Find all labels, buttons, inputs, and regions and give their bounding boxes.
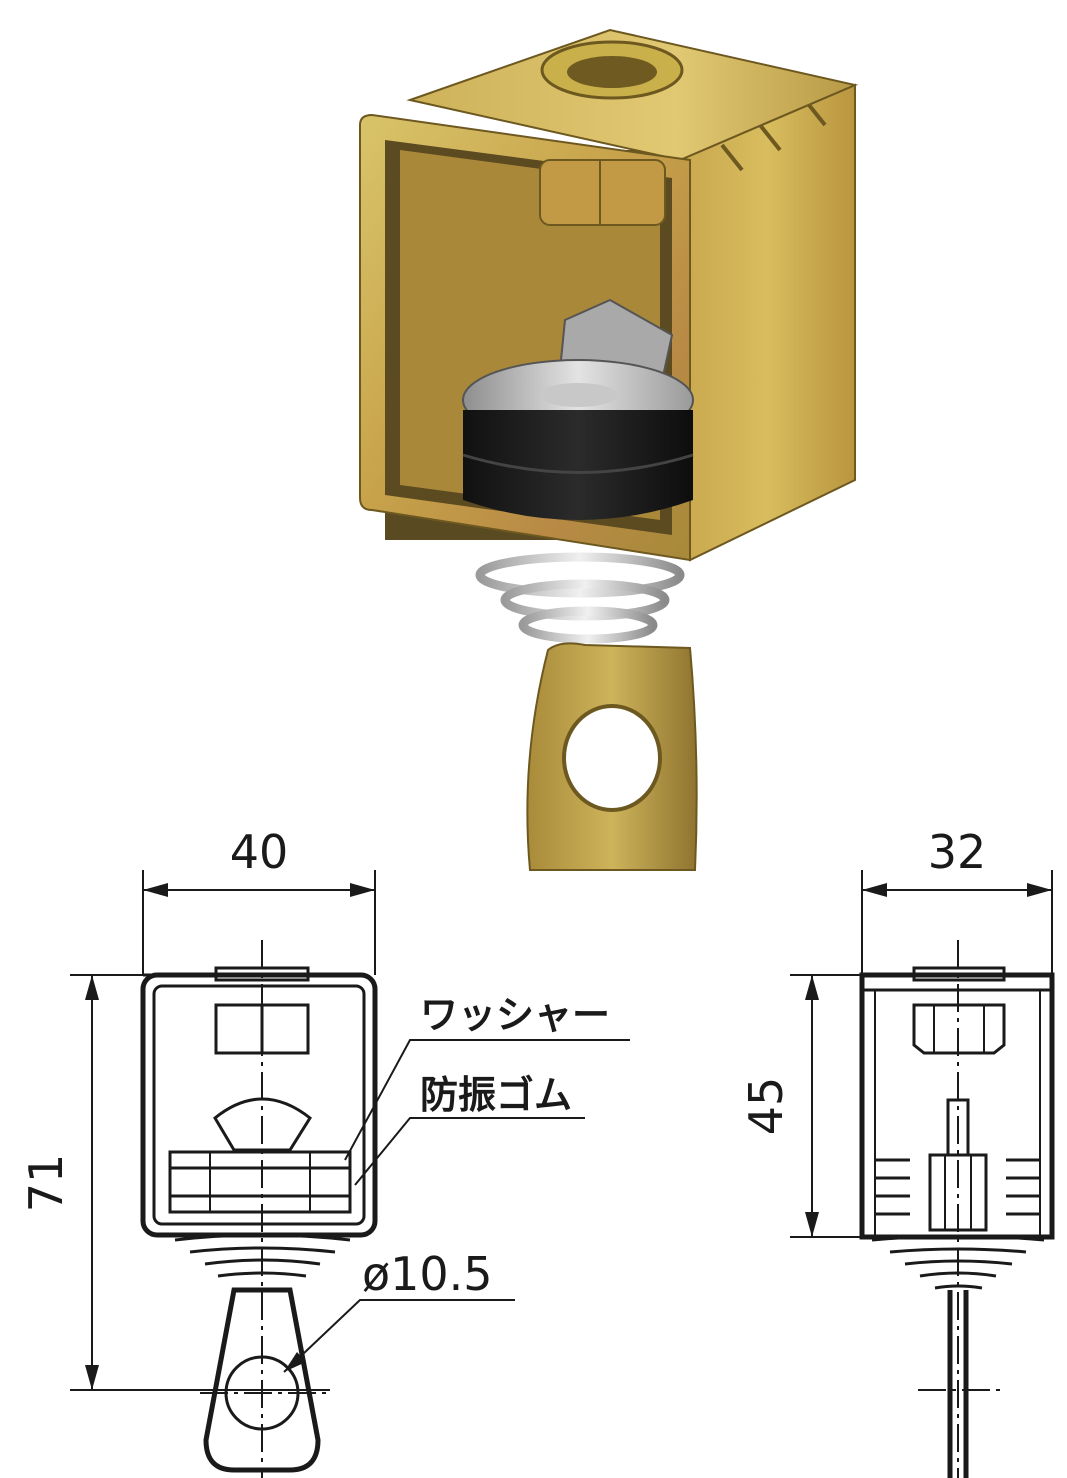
- rubber-label: 防振ゴム: [420, 1073, 572, 1117]
- spring-icon: [475, 552, 685, 644]
- washer-label: ワッシャー: [420, 993, 610, 1037]
- front-view-drawing: 40 71: [19, 825, 630, 1478]
- product-photo: [359, 28, 859, 871]
- front-width-label: 40: [230, 825, 289, 879]
- hex-nut-icon: [539, 159, 666, 226]
- front-height-label: 71: [19, 1154, 73, 1213]
- rubber-cushion-icon: [463, 410, 693, 520]
- side-width-label: 32: [928, 825, 987, 879]
- side-height-label: 45: [739, 1077, 793, 1136]
- bracket-side-plate: [678, 83, 856, 562]
- side-view-drawing: 32 45: [739, 825, 1055, 1478]
- hole-diameter-label: ø10.5: [362, 1247, 493, 1301]
- tab-hole-icon: [562, 704, 662, 812]
